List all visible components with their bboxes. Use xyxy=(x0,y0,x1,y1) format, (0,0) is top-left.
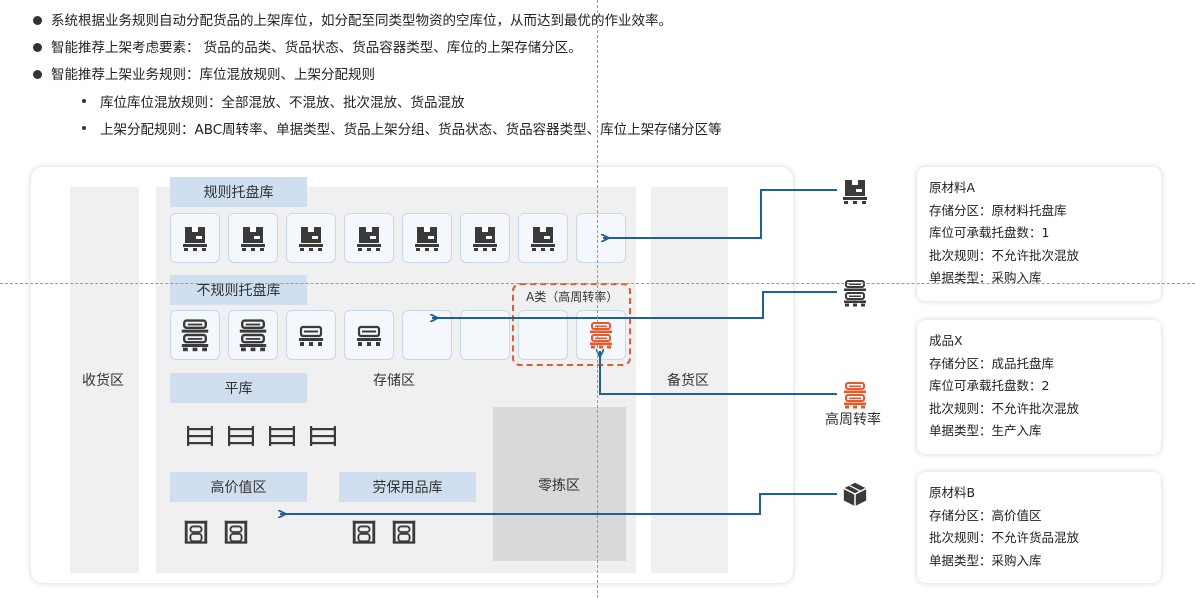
arrow-material-a xyxy=(603,189,837,238)
cube-icon xyxy=(841,480,869,508)
receiving-zone-label: 收货区 xyxy=(82,373,124,389)
card-title: 原材料B xyxy=(929,485,976,500)
sub-bullet-1: 库位库位混放规则：全部混放、不混放、批次混放、货品混放 xyxy=(82,94,465,112)
sub-bullet-dot xyxy=(82,99,86,103)
slot-irregular-3 xyxy=(286,310,336,360)
labor-supplies-tag: 劳保用品库 xyxy=(339,472,476,502)
card-product-x: 成品X 存储分区：成品托盘库 库位可承载托盘数：2 批次规则：不允许批次混放 单… xyxy=(917,320,1161,454)
card-title: 成品X xyxy=(929,333,963,348)
card-zone: 存储分区：成品托盘库 xyxy=(929,355,1055,371)
receiving-zone xyxy=(70,187,139,573)
slot-regular-2 xyxy=(228,213,278,263)
flat-storage-tag: 平库 xyxy=(170,373,307,403)
bullet-3: 智能推荐上架业务规则：库位混放规则、上架分配规则 xyxy=(33,66,375,84)
class-a-label: A类（高周转率） xyxy=(524,288,621,305)
regular-pallet-tag: 规则托盘库 xyxy=(170,177,307,207)
bullet-text: 智能推荐上架考虑要素： 货品的品类、货品状态、货品容器类型、库位的上架存储分区。 xyxy=(51,40,582,56)
slot-irregular-2 xyxy=(228,310,278,360)
sub-bullet-text: 上架分配规则：ABC周转率、单据类型、货品上架分组、货品状态、货品容器类型、库位… xyxy=(100,122,722,138)
sub-bullet-2: 上架分配规则：ABC周转率、单据类型、货品上架分组、货品状态、货品容器类型、库位… xyxy=(82,121,722,139)
card-batch: 批次规则：不允许批次混放 xyxy=(929,400,1080,416)
arrow-high-turnover xyxy=(600,351,837,395)
sub-bullet-text: 库位库位混放规则：全部混放、不混放、批次混放、货品混放 xyxy=(100,95,465,111)
bullet-text: 智能推荐上架业务规则：库位混放规则、上架分配规则 xyxy=(51,67,375,83)
bullet-dot xyxy=(33,42,42,52)
card-batch: 批次规则：不允许货品混放 xyxy=(929,530,1080,545)
bullet-dot xyxy=(33,15,42,25)
card-material-a: 原材料A 存储分区：原材料托盘库 库位可承载托盘数：1 批次规则：不允许批次混放… xyxy=(917,167,1161,301)
bullet-dot xyxy=(33,69,42,79)
slot-regular-3 xyxy=(286,213,336,263)
slot-regular-1 xyxy=(170,213,220,263)
bullet-text: 系统根据业务规则自动分配货品的上架库位，如分配至同类型物资的空库位，从而达到最优… xyxy=(51,13,672,29)
slot-irregular-4 xyxy=(344,310,394,360)
slot-regular-4 xyxy=(344,213,394,263)
picking-zone-label: 零拣区 xyxy=(538,478,580,494)
card-zone: 存储分区：高价值区 xyxy=(929,507,1042,523)
bullet-1: 系统根据业务规则自动分配货品的上架库位，如分配至同类型物资的空库位，从而达到最优… xyxy=(33,12,672,30)
slot-regular-5 xyxy=(402,213,452,263)
card-capacity: 库位可承载托盘数：2 xyxy=(929,378,1050,393)
card-doc: 单据类型：采购入库 xyxy=(929,270,1042,285)
card-capacity: 库位可承载托盘数：1 xyxy=(929,225,1050,240)
slot-irregular-1 xyxy=(170,310,220,360)
card-doc: 单据类型：生产入库 xyxy=(929,423,1042,438)
card-title: 原材料A xyxy=(929,180,976,195)
slot-regular-7 xyxy=(518,213,568,263)
arrow-material-b xyxy=(280,493,837,514)
backup-zone xyxy=(651,187,728,573)
card-doc: 单据类型：采购入库 xyxy=(929,552,1042,568)
high-value-tag: 高价值区 xyxy=(170,472,307,502)
bullet-2: 智能推荐上架考虑要素： 货品的品类、货品状态、货品容器类型、库位的上架存储分区。 xyxy=(33,39,582,57)
storage-zone-label: 存储区 xyxy=(373,373,415,389)
material-a-pallet-icon xyxy=(840,176,870,206)
arrow-product-x xyxy=(432,291,837,318)
guide-vertical xyxy=(597,0,598,598)
irregular-pallet-tag: 不规则托盘库 xyxy=(170,275,307,305)
card-zone: 存储分区：原材料托盘库 xyxy=(929,202,1067,218)
picking-zone xyxy=(493,407,626,561)
card-material-b: 原材料B 存储分区：高价值区 批次规则：不允许货品混放 单据类型：采购入库 xyxy=(917,472,1161,583)
sub-bullet-dot xyxy=(82,126,86,130)
class-a-box xyxy=(512,283,631,366)
card-batch: 批次规则：不允许批次混放 xyxy=(929,247,1080,263)
backup-zone-label: 备货区 xyxy=(667,373,709,389)
high-turnover-label: 高周转率 xyxy=(825,412,881,428)
high-turnover-pallet-icon xyxy=(840,380,870,410)
slot-regular-6 xyxy=(460,213,510,263)
